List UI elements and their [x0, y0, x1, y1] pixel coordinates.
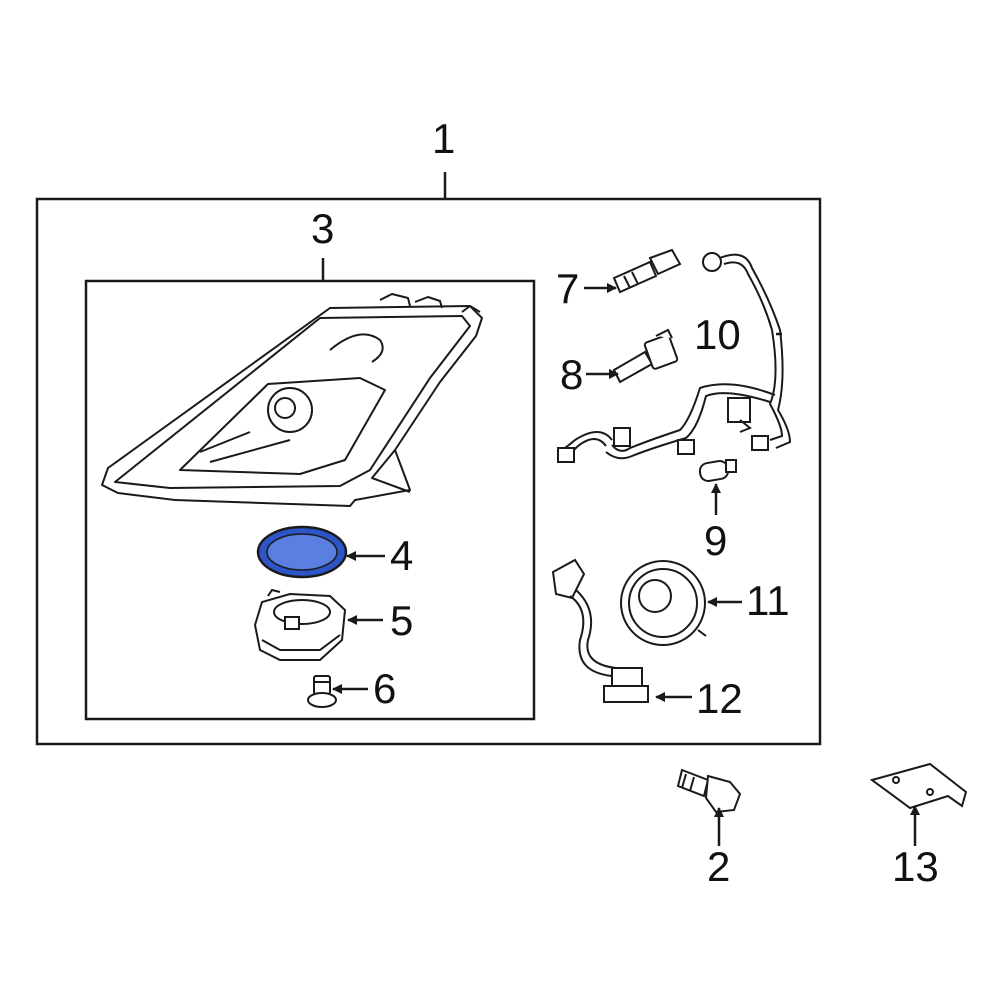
callout-9: 9	[704, 517, 728, 564]
callout-5: 5	[390, 597, 414, 644]
callout-12: 12	[696, 675, 743, 722]
bulb-9	[698, 459, 737, 483]
connector-harness	[551, 558, 649, 703]
callout-3: 3	[311, 205, 335, 252]
callout-4: 4	[390, 532, 414, 579]
wiring-harness	[557, 252, 792, 463]
ballast-socket	[253, 588, 347, 661]
headlamp-housing	[101, 293, 483, 507]
bulb-8	[612, 328, 679, 384]
seal-cap-highlighted	[256, 525, 348, 579]
bracket	[869, 762, 968, 810]
callout-10: 10	[694, 311, 741, 358]
assembly-frame	[35, 197, 822, 746]
lamp-ring	[620, 560, 707, 646]
callout-7: 7	[556, 265, 580, 312]
callout-6: 6	[373, 665, 397, 712]
bolt	[676, 768, 742, 814]
bulb-7	[612, 248, 682, 294]
screw-small	[307, 675, 337, 708]
callout-8: 8	[560, 351, 584, 398]
callout-11: 11	[746, 577, 790, 624]
callout-2: 2	[707, 843, 731, 890]
callout-13: 13	[892, 843, 939, 890]
headlamp-subframe	[84, 279, 536, 721]
callout-1: 1	[432, 115, 456, 162]
